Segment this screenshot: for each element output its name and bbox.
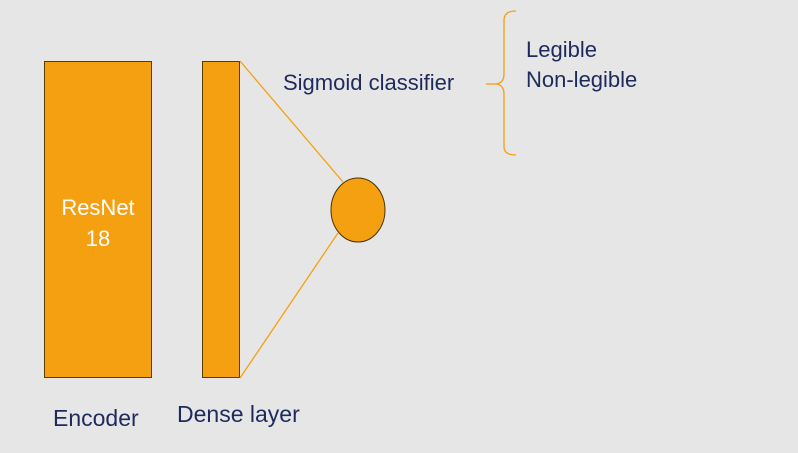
encoder-block-label: ResNet 18 bbox=[45, 192, 151, 254]
encoder-block-label-line2: 18 bbox=[85, 226, 111, 251]
dense-layer-caption: Dense layer bbox=[177, 401, 300, 427]
encoder-caption: Encoder bbox=[53, 405, 139, 431]
output-class-legible: Legible bbox=[526, 37, 597, 62]
sigmoid-neuron bbox=[330, 177, 386, 243]
sigmoid-classifier-caption: Sigmoid classifier bbox=[283, 70, 455, 95]
dense-to-neuron-bottom-line bbox=[239, 232, 339, 379]
dense-layer-block bbox=[202, 61, 240, 378]
encoder-block: ResNet 18 bbox=[44, 61, 152, 378]
output-classes: Legible Non-legible bbox=[526, 35, 637, 95]
encoder-block-label-line1: ResNet bbox=[61, 195, 135, 220]
output-brace bbox=[495, 10, 517, 156]
dense-to-neuron-top-line bbox=[239, 60, 344, 183]
output-class-non-legible: Non-legible bbox=[526, 67, 638, 92]
